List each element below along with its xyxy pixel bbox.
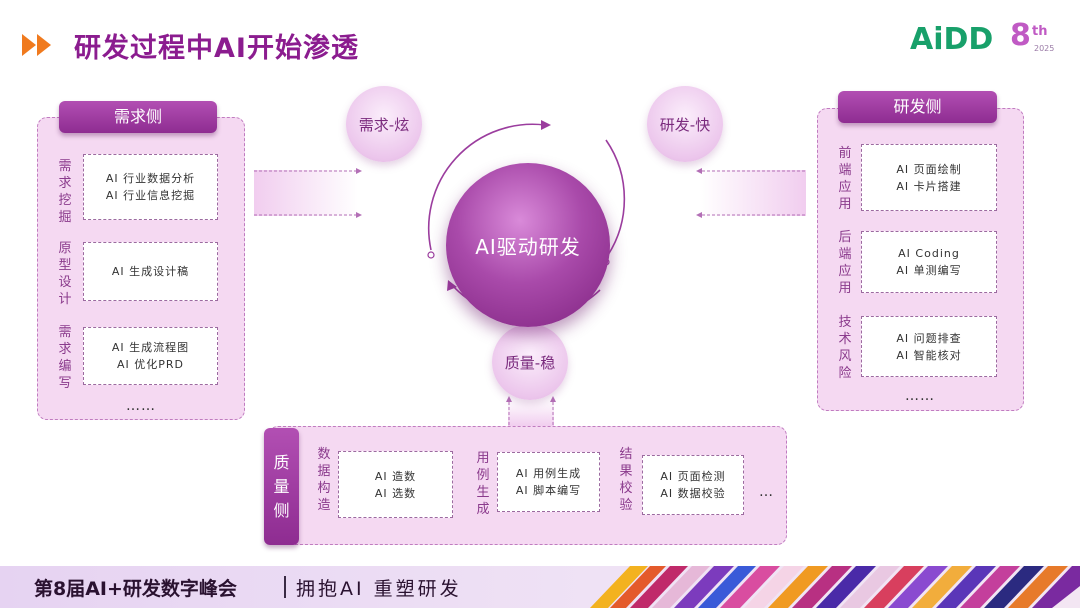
card-item: AI 生成设计稿 (111, 265, 190, 278)
quality-group-label: 结果校验 (619, 447, 633, 513)
card-item: AI 优化PRD (116, 358, 184, 371)
dev-card-frontend: AI 页面绘制 AI 卡片搭建 (861, 144, 997, 211)
card-item: AI 脚本编写 (515, 484, 582, 497)
card-item: AI 选数 (374, 486, 417, 500)
right-connector-band (700, 170, 806, 216)
right-arrow-head-icon (696, 212, 702, 218)
quality-group-label: 数据构造 (317, 447, 331, 513)
bubble-quality: 质量-稳 (492, 324, 568, 400)
footer-divider (284, 576, 286, 598)
card-item: AI 页面绘制 (896, 162, 962, 176)
dev-group-label: 技术风险 (838, 315, 852, 381)
demand-card-writing: AI 生成流程图 AI 优化PRD (83, 327, 218, 385)
logo-year: 2025 (1034, 44, 1055, 53)
up-arrow-head-icon (550, 396, 556, 402)
dev-group-label: 前端应用 (838, 146, 852, 212)
up-arrow-head-icon (506, 396, 512, 402)
quality-side-title: 质量侧 (264, 428, 299, 545)
dev-card-backend: AI Coding AI 单测编写 (861, 231, 997, 293)
footer-slogan: 拥抱AI 重塑研发 (296, 578, 462, 600)
demand-group-label: 原型设计 (58, 241, 72, 307)
demand-card-mining: AI 行业数据分析 AI 行业信息挖掘 (83, 154, 218, 220)
card-item: AI 用例生成 (515, 467, 582, 480)
center-core: AI驱动研发 (446, 163, 610, 327)
card-item: AI 行业信息挖掘 (105, 189, 196, 202)
left-arrow-head-icon (356, 212, 362, 218)
logo-text: AiDD (910, 22, 994, 57)
demand-group-label: 需求编写 (58, 325, 72, 391)
card-item: AI 生成流程图 (111, 341, 190, 354)
footer-title: 第8届AI+研发数字峰会 (34, 578, 237, 600)
dev-side-title: 研发侧 (838, 91, 997, 123)
bubble-demand: 需求-炫 (346, 86, 422, 162)
card-item: AI 智能核对 (896, 348, 962, 362)
demand-side-title: 需求侧 (59, 101, 217, 133)
dev-group-label: 后端应用 (838, 230, 852, 296)
bottom-connector-band (508, 400, 554, 426)
card-item: AI 数据校验 (660, 487, 726, 500)
demand-group-label: 需求挖掘 (58, 159, 72, 225)
card-item: AI 卡片搭建 (896, 179, 962, 193)
footer-ribbon-decoration (590, 566, 1080, 608)
aidd-logo: AiDD 8 th 2025 (910, 18, 1060, 58)
card-item: AI 页面检测 (660, 470, 726, 483)
page-title: 研发过程中AI开始渗透 (74, 33, 359, 64)
left-connector-band (254, 170, 358, 216)
quality-ellipsis: … (759, 484, 774, 500)
quality-group-label: 用例生成 (476, 451, 490, 517)
demand-ellipsis: …… (126, 398, 156, 414)
logo-edition-number: 8 (1010, 18, 1031, 53)
card-item: AI Coding (898, 247, 960, 260)
card-item: AI 单测编写 (896, 264, 962, 277)
center-core-label: AI驱动研发 (475, 234, 581, 259)
dev-card-tech-risk: AI 问题排查 AI 智能核对 (861, 316, 997, 377)
quality-card-data: AI 造数 AI 选数 (338, 451, 453, 518)
demand-card-prototype: AI 生成设计稿 (83, 242, 218, 301)
double-chevron-icon (22, 34, 51, 56)
logo-edition-suffix: th (1032, 24, 1048, 39)
left-arrow-head-icon (356, 168, 362, 174)
right-arrow-head-icon (696, 168, 702, 174)
card-item: AI 造数 (374, 469, 417, 483)
card-item: AI 行业数据分析 (105, 172, 196, 185)
quality-side-title-text: 质量侧 (273, 452, 290, 520)
quality-card-verify: AI 页面检测 AI 数据校验 (642, 455, 744, 515)
dev-ellipsis: …… (905, 388, 935, 404)
card-item: AI 问题排查 (896, 331, 962, 345)
bubble-dev: 研发-快 (647, 86, 723, 162)
quality-card-testcase: AI 用例生成 AI 脚本编写 (497, 452, 600, 512)
